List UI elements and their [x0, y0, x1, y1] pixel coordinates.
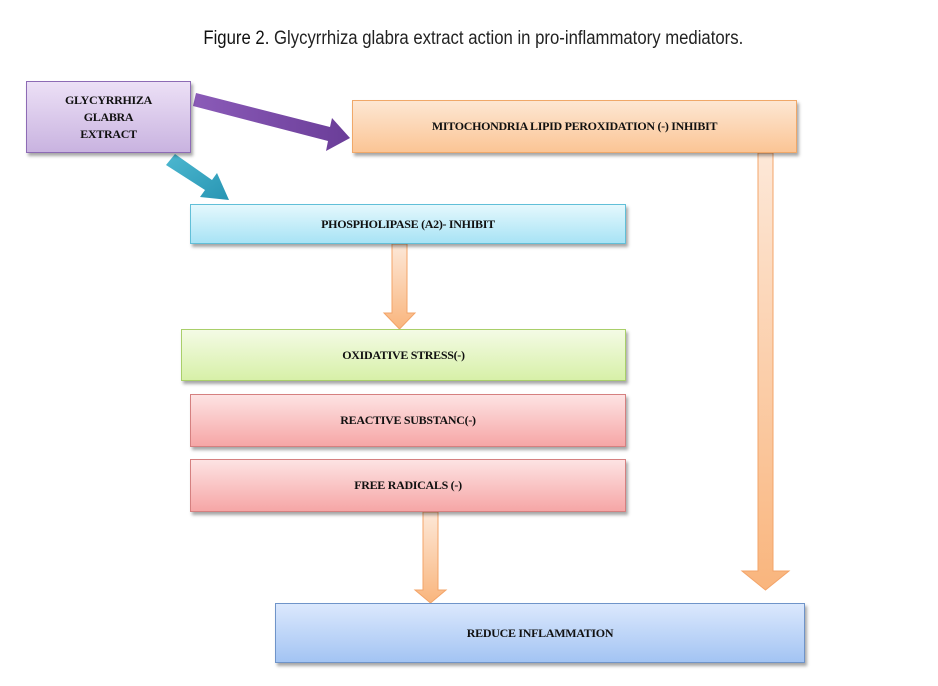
arrow-extract-to-phospholipase	[166, 154, 229, 200]
node-oxidative-stress: OXIDATIVE STRESS(-)	[181, 329, 626, 381]
node-label: MITOCHONDRIA LIPID PEROXIDATION (-) INHI…	[431, 119, 718, 133]
node-label-line: GLABRA	[83, 109, 134, 124]
node-label-line: EXTRACT	[80, 126, 137, 141]
figure-label: Figure 2.	[203, 28, 270, 49]
node-label: REACTIVE SUBSTANC(-)	[340, 413, 476, 427]
node-label: FREE RADICALS (-)	[354, 478, 462, 492]
arrow-phospholipase-to-oxidative-stress	[382, 243, 417, 330]
node-glycyrrhiza-glabra-extract: GLYCYRRHIZA GLABRA EXTRACT	[26, 81, 191, 153]
node-label: REDUCE INFLAMMATION	[466, 625, 614, 640]
node-reactive-substance: REACTIVE SUBSTANC(-)	[190, 394, 626, 447]
node-label-line: GLYCYRRHIZA	[65, 92, 152, 107]
arrow-extract-to-mitochondria	[193, 93, 350, 151]
arrow-free-radicals-to-reduce-inflammation	[413, 511, 448, 604]
arrow-mitochondria-to-reduce-inflammation	[740, 152, 791, 591]
node-label: PHOSPHOLIPASE (A2)- INHIBIT	[321, 216, 495, 231]
node-phospholipase-a2: PHOSPHOLIPASE (A2)- INHIBIT	[190, 204, 626, 244]
node-reduce-inflammation: REDUCE INFLAMMATION	[275, 603, 805, 663]
node-label: OXIDATIVE STRESS(-)	[342, 347, 465, 362]
node-mitochondria-lipid-peroxidation: MITOCHONDRIA LIPID PEROXIDATION (-) INHI…	[352, 100, 797, 153]
node-free-radicals: FREE RADICALS (-)	[190, 459, 626, 512]
figure-caption: Figure 2. Glycyrrhiza glabra extract act…	[61, 28, 886, 50]
figure-title: Glycyrrhiza glabra extract action in pro…	[269, 28, 744, 49]
